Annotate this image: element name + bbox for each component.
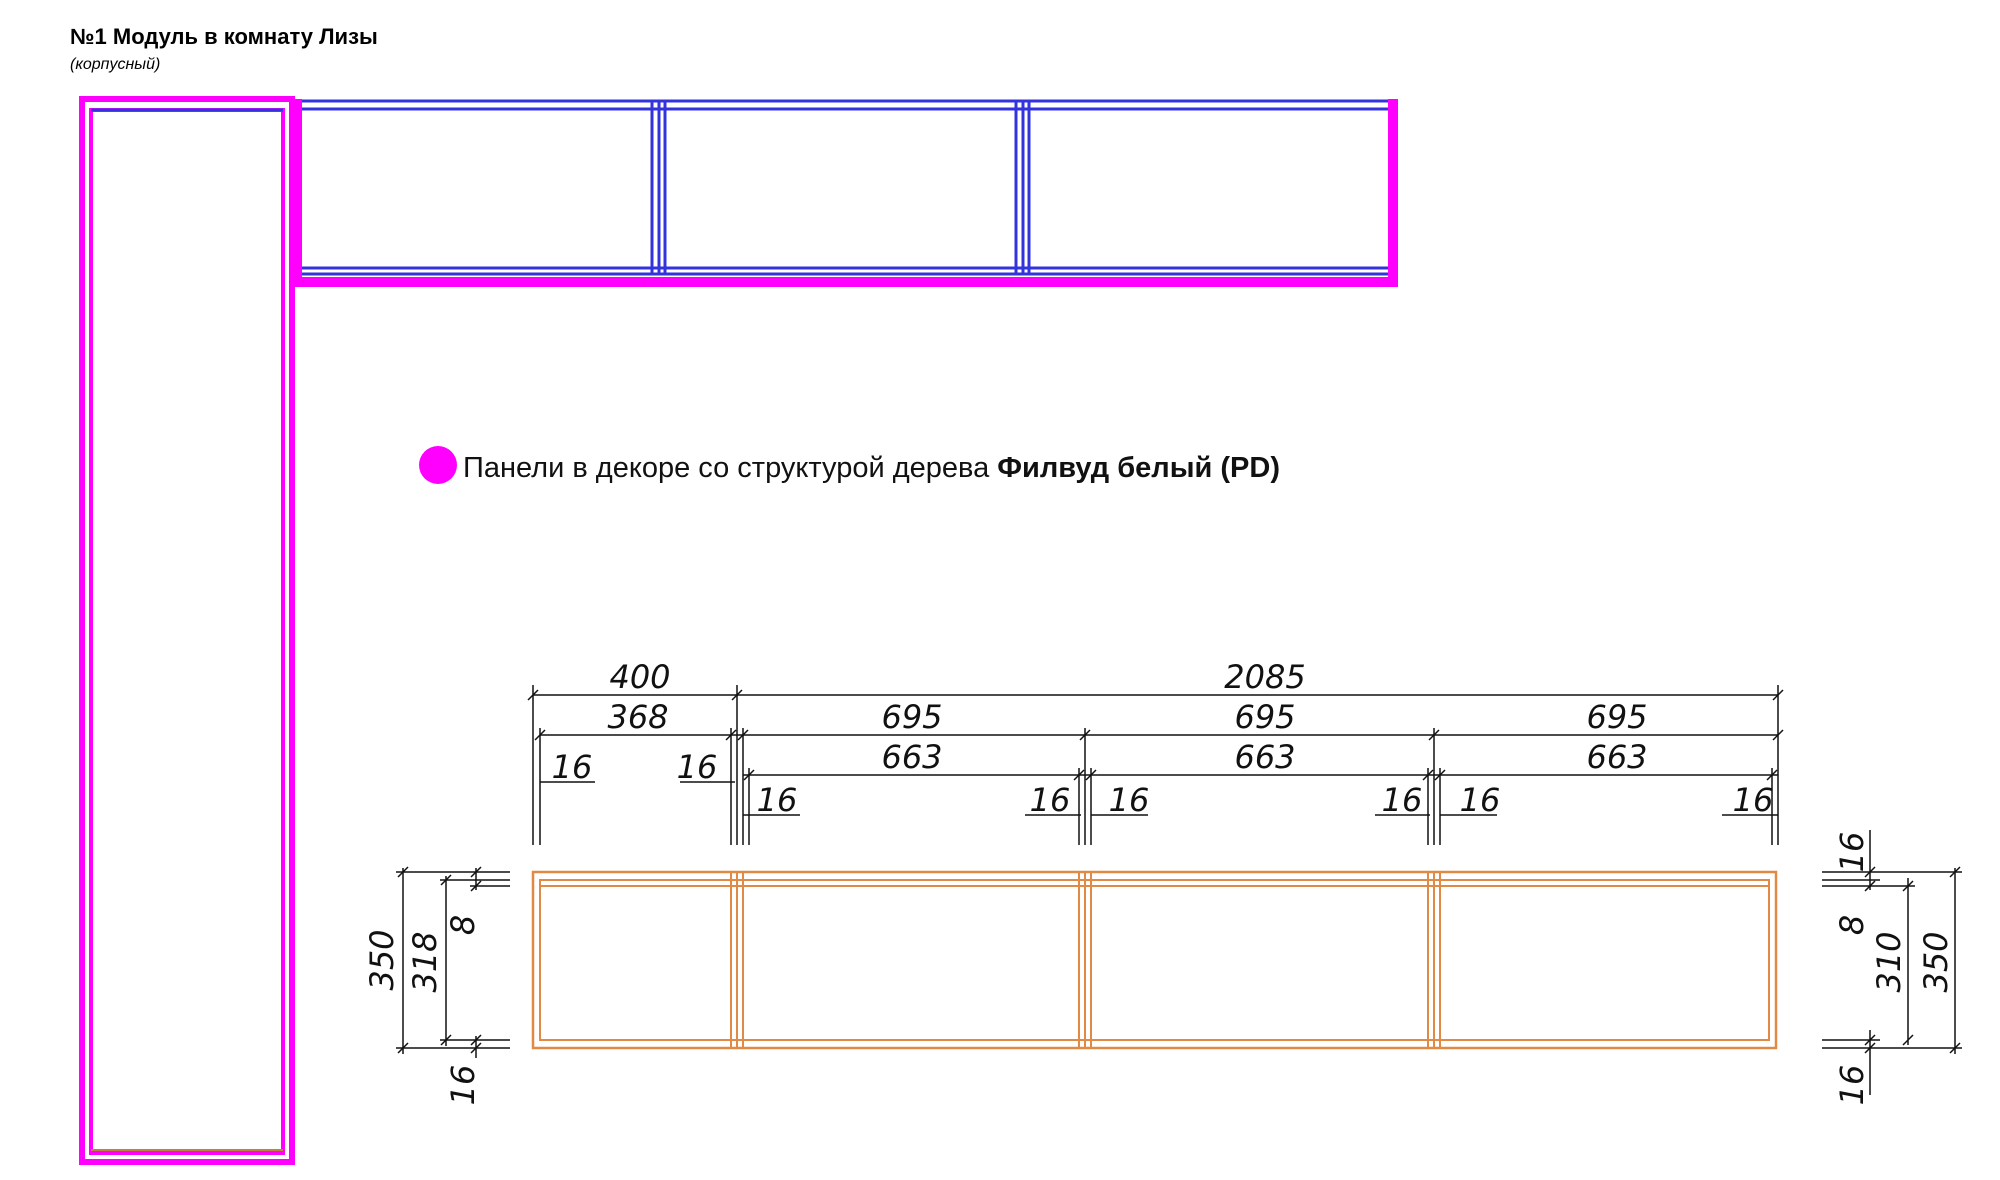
- upper-cabinet-right-panel: [1388, 99, 1398, 287]
- tall-column-frame: [79, 96, 295, 1165]
- dim-section-1-width: 695: [881, 698, 942, 736]
- front-partition-1: [730, 872, 744, 1048]
- dim-thickness-2: 16: [677, 748, 718, 786]
- upper-cabinet-bottom-panel: [292, 277, 1398, 287]
- right-vertical-dimensions: [1822, 830, 1962, 1095]
- tall-column: [79, 96, 295, 1165]
- front-inner-frame: [539, 879, 1770, 1041]
- horizontal-dimensions: [527, 685, 1784, 845]
- drawing-subtitle: (корпусный): [70, 56, 161, 73]
- front-partition-3: [1427, 872, 1441, 1048]
- dim-thickness-8: 16: [1733, 781, 1774, 819]
- tall-column-inner: [89, 108, 285, 1155]
- partition-1: [650, 101, 667, 274]
- dim-overall-width: 2085: [1224, 658, 1305, 696]
- dim-section-3-inner: 663: [1586, 738, 1647, 776]
- material-legend: Панели в декоре со структурой дерева Фил…: [419, 446, 1280, 484]
- dim-thickness-4: 16: [1030, 781, 1071, 819]
- upper-cabinet-left-panel: [292, 99, 302, 287]
- front-partition-2: [1078, 872, 1092, 1048]
- dim-thickness-1: 16: [552, 748, 593, 786]
- dim-left-inner: 318: [406, 931, 444, 992]
- dim-left-gap: 8: [444, 915, 482, 935]
- legend-text: Панели в декоре со структурой дерева Фил…: [463, 452, 1280, 484]
- dim-thickness-3: 16: [757, 781, 798, 819]
- dim-section-2-inner: 663: [1234, 738, 1295, 776]
- dim-right-bottom: 16: [1833, 1065, 1871, 1106]
- left-dimension-labels: 350 318 8 16: [363, 915, 482, 1106]
- horizontal-dimension-labels: 400 2085 368 695 695 695 663 663 663 16 …: [552, 658, 1774, 819]
- right-dimension-labels: 16 8 310 350 16: [1833, 832, 1955, 1106]
- dim-right-height: 350: [1917, 931, 1955, 992]
- upper-cabinet: [292, 99, 1398, 287]
- dim-thickness-6: 16: [1382, 781, 1423, 819]
- dim-section-3-width: 695: [1586, 698, 1647, 736]
- dim-right-inner: 310: [1870, 931, 1908, 992]
- dim-column-width: 400: [609, 658, 670, 696]
- legend-description: Панели в декоре со структурой дерева: [463, 452, 997, 484]
- drawing-title: №1 Модуль в комнату Лизы: [70, 24, 378, 49]
- dim-section-1-inner: 663: [881, 738, 942, 776]
- dim-right-gap: 8: [1833, 915, 1871, 935]
- legend-color-dot: [419, 446, 457, 484]
- legend-material: Филвуд белый (PD): [997, 452, 1280, 484]
- dim-thickness-7: 16: [1460, 781, 1501, 819]
- front-outer-frame: [531, 870, 1778, 1050]
- dim-left-bottom: 16: [444, 1065, 482, 1106]
- dim-left-height: 350: [363, 929, 401, 990]
- dim-section-2-width: 695: [1234, 698, 1295, 736]
- partition-2: [1014, 101, 1031, 274]
- front-elevation: 400 2085 368 695 695 695 663 663 663 16 …: [363, 658, 1962, 1105]
- dim-right-top: 16: [1833, 832, 1871, 873]
- left-vertical-dimensions: [396, 866, 510, 1058]
- dim-column-inner: 368: [607, 698, 668, 736]
- plan-view: [79, 96, 1398, 1165]
- dim-thickness-5: 16: [1109, 781, 1150, 819]
